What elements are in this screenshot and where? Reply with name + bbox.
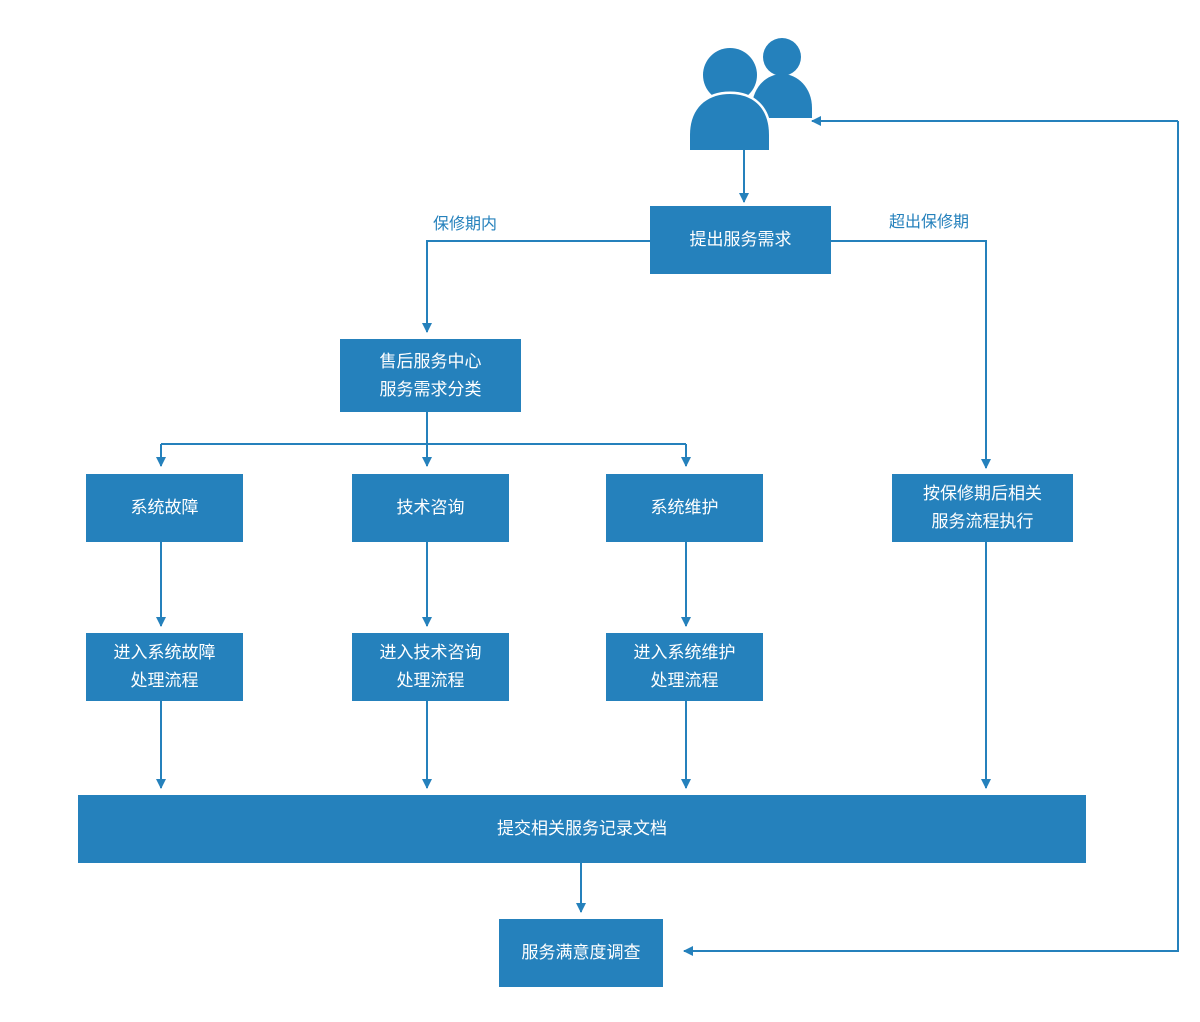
node-text-line: 系统故障	[130, 498, 199, 518]
label-out-of-warranty: 超出保修期	[889, 212, 970, 231]
node-maintenance-process: 进入系统维护处理流程	[606, 633, 763, 701]
node-submit-request: 提出服务需求	[650, 206, 831, 274]
node-text-line: 服务需求分类	[379, 379, 482, 400]
node-text-line: 服务流程执行	[931, 512, 1034, 532]
edge-feedback-loop-to-survey	[683, 121, 1179, 956]
node-text-line: 处理流程	[130, 671, 199, 691]
node-consult-process: 进入技术咨询处理流程	[352, 633, 509, 701]
node-text-line: 系统维护	[650, 498, 719, 518]
node-system-fault: 系统故障	[86, 474, 243, 542]
node-text-line: 处理流程	[396, 671, 465, 691]
node-tech-consult: 技术咨询	[352, 474, 509, 542]
node-text-line: 提出服务需求	[689, 230, 792, 250]
edge-submit-to-out-warranty	[831, 240, 991, 469]
label-in-warranty: 保修期内	[433, 214, 498, 233]
node-submit-records: 提交相关服务记录文档	[78, 795, 1086, 863]
node-text-line: 按保修期后相关	[923, 484, 1042, 504]
node-text-line: 进入系统维护	[633, 643, 736, 663]
node-text-line: 处理流程	[650, 671, 719, 691]
users-icon	[687, 38, 812, 153]
node-system-maintenance: 系统维护	[606, 474, 763, 542]
node-out-warranty-process: 按保修期后相关服务流程执行	[892, 474, 1073, 542]
node-text-line: 进入系统故障	[113, 643, 216, 663]
node-service-center: 售后服务中心服务需求分类	[340, 339, 521, 412]
node-fault-process: 进入系统故障处理流程	[86, 633, 243, 701]
node-text-line: 技术咨询	[396, 498, 465, 518]
node-text-line: 提交相关服务记录文档	[497, 819, 667, 839]
node-text-line: 进入技术咨询	[379, 643, 482, 663]
edge-submit-to-service-center	[422, 240, 650, 333]
node-text-line: 服务满意度调查	[521, 943, 641, 963]
node-text-line: 售后服务中心	[379, 351, 482, 372]
node-satisfaction-survey: 服务满意度调查	[499, 919, 663, 987]
